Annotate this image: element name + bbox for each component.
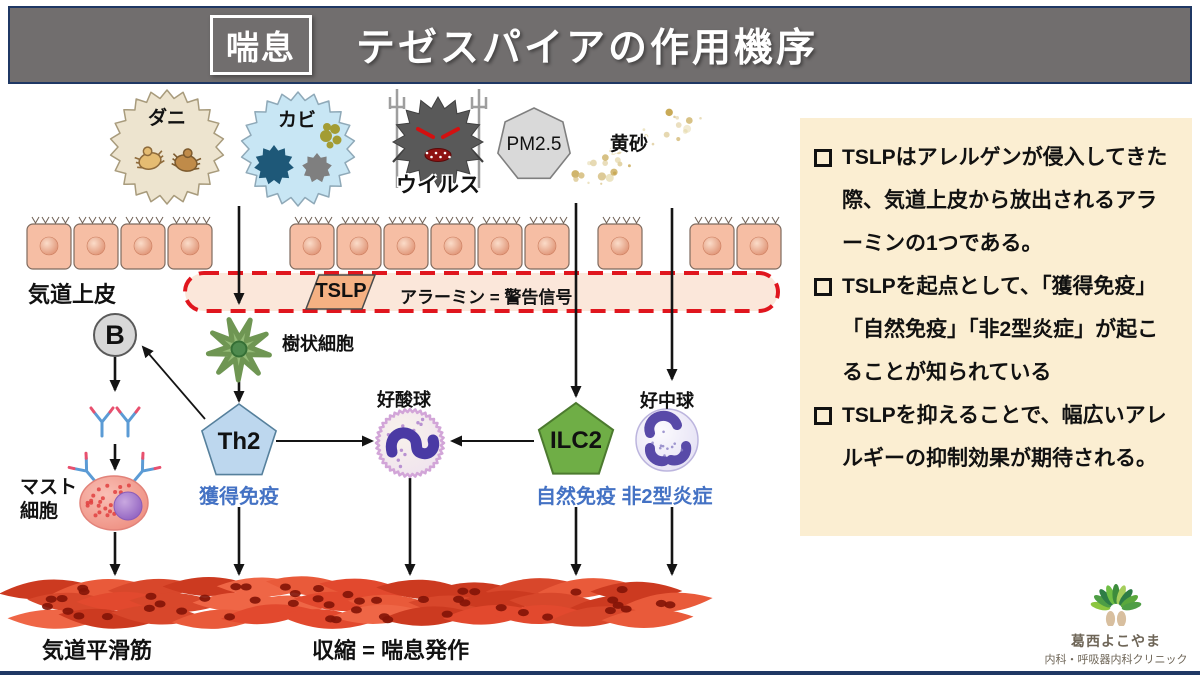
clinic-name: 葛西よこやま (1071, 633, 1161, 649)
epithelium-cell (383, 216, 429, 270)
eosinophil-label: 好酸球 (377, 390, 431, 410)
arrow (141, 345, 206, 420)
b-cell-label: B (105, 320, 125, 350)
antibody-icon (115, 406, 141, 438)
bullet-item: TSLPを起点として、「獲得免疫」「自然免疫」「非2型炎症」が起こることが知られ… (814, 265, 1170, 394)
epithelium-cell (26, 216, 72, 270)
dendritic-cell-icon (205, 317, 272, 383)
neutrophil-icon (635, 408, 699, 472)
tslp-band (183, 271, 780, 313)
epithelium-cell (430, 216, 476, 270)
bullet-item: TSLPはアレルゲンが侵入してきた際、気道上皮から放出されるアラーミンの1つであ… (814, 136, 1170, 265)
ilc2-label: ILC2 (549, 427, 603, 454)
slide-title: テゼスパイアの作用機序 (356, 27, 819, 70)
mold-burst-icon (240, 91, 356, 207)
epithelium-cell (336, 216, 382, 270)
epithelium-cell (689, 216, 735, 270)
epithelium-cell (167, 216, 213, 270)
innate-immunity-caption: 自然免疫 (536, 486, 616, 508)
bullet-text: TSLPを起点として、「獲得免疫」「自然免疫」「非2型炎症」が起こることが知られ… (842, 275, 1159, 384)
antibody-icon (89, 406, 115, 438)
antibody-icon (131, 451, 162, 484)
info-panel: TSLPはアレルゲンが侵入してきた際、気道上皮から放出されるアラーミンの1つであ… (800, 118, 1192, 536)
mast-cell-icon (79, 475, 149, 531)
epithelium-cell (524, 216, 570, 270)
contraction-label: 収縮 = 喘息発作 (312, 638, 470, 663)
mast-cell-label: マスト 細胞 (20, 477, 78, 522)
epithelium-cell (289, 216, 335, 270)
bullet-text: TSLPはアレルゲンが侵入してきた際、気道上皮から放出されるアラーミンの1つであ… (842, 146, 1168, 255)
tslp-tag-label: TSLP (315, 280, 367, 302)
neutrophil-label: 好中球 (640, 391, 694, 411)
alarmin-note-label: アラーミン = 警告信号 (400, 288, 573, 307)
bullet-text: TSLPを抑えることで、幅広いアレルギーの抑制効果が期待される。 (842, 404, 1167, 470)
epithelium-cells (26, 216, 782, 270)
dendritic-cell-label: 樹状細胞 (282, 334, 354, 354)
virus-icon (388, 89, 488, 189)
clinic-subtitle: 内科・呼吸器内科クリニック (1044, 654, 1188, 666)
epithelium-cell (73, 216, 119, 270)
eosinophil-icon (374, 407, 446, 479)
mite-label: ダニ (147, 108, 187, 129)
b-cell-icon (93, 313, 137, 357)
airway-epithelium-label: 気道上皮 (28, 282, 117, 307)
yellow-sand-label: 黄砂 (609, 134, 649, 155)
epithelium-cell (736, 216, 782, 270)
th2-pentagon (200, 403, 278, 476)
th2-label: Th2 (217, 428, 261, 455)
antibody-icon (67, 451, 98, 484)
tree-logo-icon (1090, 584, 1142, 627)
pm25-heptagon (497, 107, 571, 180)
flow-arrows (109, 203, 678, 576)
yellow-sand-icon (571, 108, 702, 185)
square-bullet-icon (814, 407, 832, 425)
clinic-logo: 葛西よこやま 内科・呼吸器内科クリニック (1038, 578, 1194, 667)
asthma-tag: 喘息 (210, 15, 312, 75)
square-bullet-icon (814, 149, 832, 167)
antibody-icons (67, 406, 162, 484)
square-bullet-icon (814, 278, 832, 296)
smooth-muscle-band (0, 576, 713, 629)
acquired-immunity-caption: 獲得免疫 (199, 486, 279, 508)
smooth-muscle-label: 気道平滑筋 (42, 638, 153, 663)
ilc2-pentagon (537, 401, 615, 475)
mold-label: カビ (277, 110, 317, 131)
slide-header: 喘息 テゼスパイアの作用機序 (8, 6, 1192, 84)
tslp-parallelogram (304, 274, 377, 310)
mite-burst-icon (109, 89, 225, 205)
virus-label: ウイルス (396, 174, 480, 197)
bottom-accent-bar (0, 671, 1200, 675)
epithelium-cell (120, 216, 166, 270)
bullet-item: TSLPを抑えることで、幅広いアレルギーの抑制効果が期待される。 (814, 394, 1170, 480)
epithelium-cell (597, 216, 643, 270)
non-type2-caption: 非2型炎症 (621, 486, 713, 508)
pm25-label: PM2.5 (506, 134, 562, 155)
epithelium-cell (477, 216, 523, 270)
